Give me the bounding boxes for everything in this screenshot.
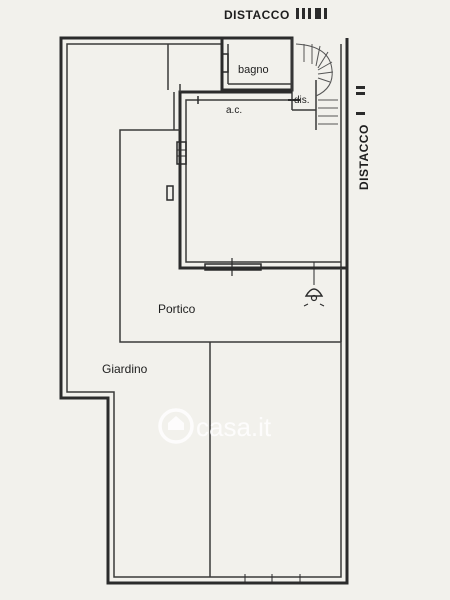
room-label-dis: dis. <box>294 95 310 106</box>
house-walls <box>173 84 347 270</box>
room-label-portico: Portico <box>158 302 196 316</box>
distacco-top-label: DISTACCO <box>224 8 290 22</box>
upper-room-walls <box>167 36 317 130</box>
distacco-side-dimension-marks <box>356 86 365 115</box>
ceiling-light-icon <box>303 262 325 307</box>
garden-divider <box>209 268 342 577</box>
staircase-icon <box>295 43 338 125</box>
bottom-edge-marks <box>244 574 301 583</box>
room-label-giardino: Giardino <box>102 362 148 376</box>
distacco-side-label: DISTACCO <box>357 124 371 190</box>
house-icon <box>158 408 194 444</box>
property-boundary <box>59 36 349 585</box>
room-label-bagno: bagno <box>238 64 269 76</box>
room-label-ac: a.c. <box>226 105 242 116</box>
window-marks <box>166 53 300 276</box>
watermark: casa.it <box>158 408 272 444</box>
distacco-top-dimension-marks <box>296 8 327 19</box>
portico-boundary <box>119 129 341 343</box>
watermark-brand: casa.it <box>196 412 272 442</box>
